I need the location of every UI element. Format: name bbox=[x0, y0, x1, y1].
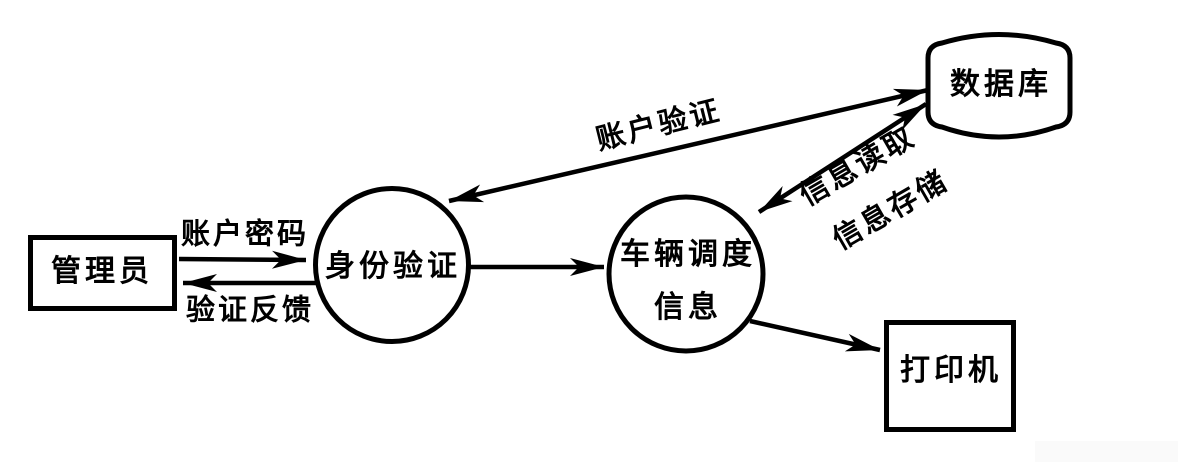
node-database-label: 数据库 bbox=[950, 68, 1052, 101]
node-dispatch-label-line2: 信息 bbox=[654, 291, 722, 324]
node-dispatch-shape bbox=[606, 194, 766, 354]
node-printer-label: 打印机 bbox=[900, 354, 1002, 387]
node-admin-label: 管理员 bbox=[51, 255, 153, 288]
flow-dispatch-to-printer-line bbox=[749, 318, 881, 353]
flow-account-password-line bbox=[178, 250, 307, 269]
node-auth-label: 身份验证 bbox=[325, 250, 461, 283]
node-printer-shape bbox=[884, 320, 1016, 432]
flow-info-read-store-line bbox=[757, 102, 928, 214]
node-admin-shape bbox=[28, 235, 177, 311]
watermark-patch bbox=[1035, 441, 1178, 462]
node-dispatch-label-line1: 车辆调度 bbox=[620, 238, 756, 271]
node-auth-shape bbox=[313, 186, 471, 344]
flow-account-password-label: 账户密码 bbox=[180, 218, 310, 251]
node-database-shape bbox=[925, 32, 1073, 140]
flow-verify-feedback-label: 验证反馈 bbox=[185, 294, 315, 327]
